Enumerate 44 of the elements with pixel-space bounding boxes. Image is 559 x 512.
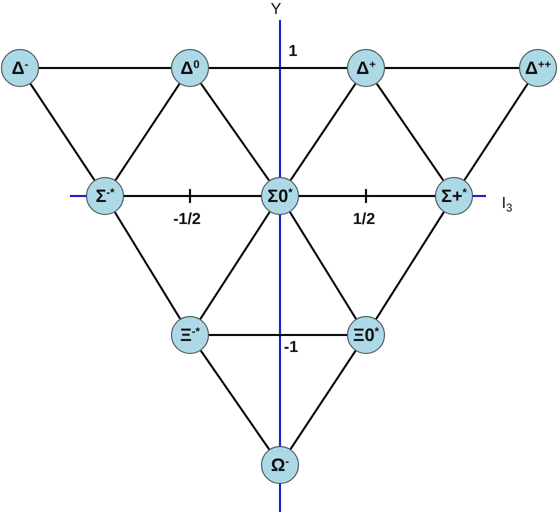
- particle-label: Δ$^{0}$: [180, 59, 200, 77]
- connector-line: [124, 195, 261, 197]
- particle-node: [171, 49, 209, 87]
- connector-line: [114, 83, 180, 181]
- particle-node: [261, 177, 299, 215]
- connector-line: [39, 67, 171, 69]
- tick-label: 1/2: [352, 212, 376, 228]
- particle-node: [347, 316, 385, 354]
- connector-line: [385, 67, 519, 69]
- particle-node: [347, 49, 385, 87]
- connector-line: [464, 83, 528, 181]
- connector-line: [209, 67, 347, 69]
- connector-line: [289, 212, 357, 320]
- particle-label: Δ$^{-}$: [12, 59, 28, 77]
- particle-label: Δ$^{++}$: [525, 59, 551, 77]
- connector-line: [290, 350, 356, 450]
- particle-node: [86, 177, 124, 215]
- particle-node: [261, 446, 299, 484]
- particle-label: Δ$^{+}$: [356, 59, 376, 77]
- connector-line: [200, 350, 270, 450]
- axis-label: I$_{3}$: [502, 196, 512, 212]
- particle-node: [519, 49, 557, 87]
- particle-node: [1, 49, 39, 87]
- tick-label: -1/2: [173, 212, 201, 228]
- particle-label: Ξ0$^{*}$: [353, 326, 379, 344]
- connector-line: [199, 211, 271, 320]
- connector-line: [114, 212, 181, 320]
- connector-line: [200, 82, 270, 182]
- particle-node: [171, 316, 209, 354]
- particle-label: Σ+$^{*}$: [441, 187, 467, 205]
- particle-label: Ω$^{-}$: [270, 456, 290, 474]
- connector-line: [30, 83, 96, 181]
- connector-line: [299, 195, 435, 197]
- particle-label: Σ$^{-*}$: [96, 187, 114, 205]
- axis-label: Y: [270, 2, 282, 18]
- particle-label: Ξ$^{-*}$: [180, 326, 200, 344]
- connector-line: [376, 83, 444, 181]
- connector-line: [209, 334, 347, 336]
- connector-line: [290, 83, 356, 181]
- particle-label: Σ0$^{*}$: [267, 187, 293, 205]
- tick-label: -1: [284, 340, 298, 356]
- connector-line: [375, 212, 445, 320]
- tick-label: 1: [288, 44, 298, 60]
- particle-node: [435, 177, 473, 215]
